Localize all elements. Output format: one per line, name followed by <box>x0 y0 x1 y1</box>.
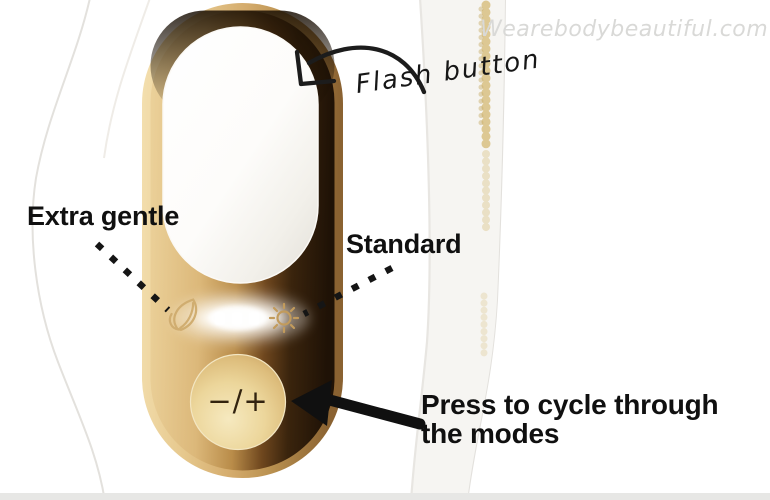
led-dot <box>248 312 260 325</box>
device-right-seam <box>410 0 431 500</box>
cycle-modes-line1: Press to cycle through <box>421 389 719 420</box>
flash-button-arrow <box>294 45 427 95</box>
image-bottom-edge <box>0 493 770 500</box>
mode-button-label: −/+ <box>207 384 269 418</box>
cycle-modes-line2: the modes <box>421 418 560 449</box>
gold-braid-decoration <box>478 0 491 358</box>
device-left-seam <box>103 0 151 159</box>
leaf-icon <box>168 298 198 332</box>
mode-button <box>189 353 287 451</box>
standard-dotted-line <box>302 265 394 317</box>
sun-icon <box>268 302 300 334</box>
extra-gentle-label: Extra gentle <box>27 201 180 231</box>
cycle-modes-label: Press to cycle through the modes <box>421 390 731 448</box>
led-dot <box>231 312 243 325</box>
mode-button-arrow <box>291 380 426 430</box>
watermark: Wearebodybeautiful.com <box>480 17 769 42</box>
extra-gentle-dotted-line <box>94 241 171 313</box>
standard-label: Standard <box>346 229 462 259</box>
led-dot <box>214 312 226 325</box>
flash-button <box>162 26 319 284</box>
led-dots <box>214 312 260 325</box>
